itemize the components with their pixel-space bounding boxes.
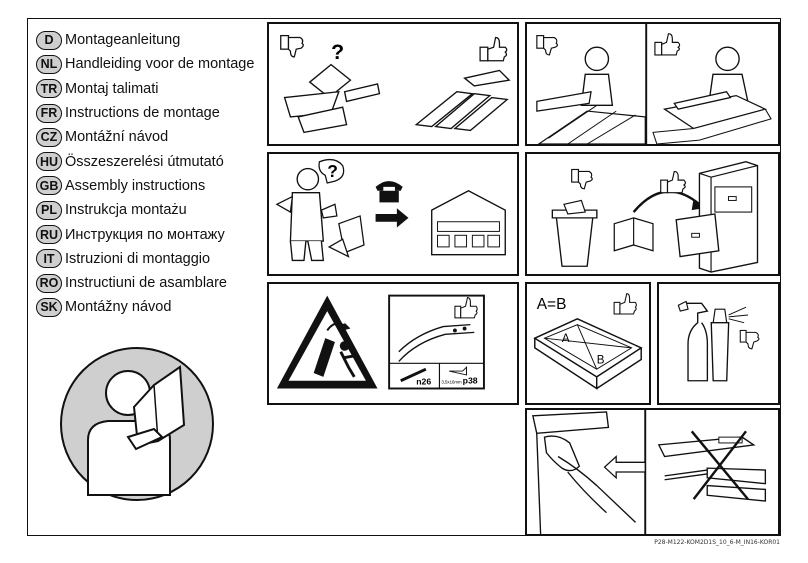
panel-two-person-assembly <box>525 22 780 146</box>
page-reference-n26: n26 <box>416 377 431 387</box>
question-mark: ? <box>331 40 344 64</box>
arrow-right-icon <box>375 208 409 228</box>
thumbs-down-icon <box>536 35 559 56</box>
language-label: Istruzioni di montaggio <box>65 250 211 267</box>
thumbs-down-icon <box>571 168 593 190</box>
arrow-left-icon <box>603 455 646 480</box>
language-code-badge: GB <box>36 176 62 196</box>
thumbs-up-icon <box>454 297 478 319</box>
reading-person-illustration <box>60 347 214 501</box>
language-label: Instrukcja montażu <box>65 202 187 219</box>
language-label: Handleiding voor de montage <box>65 56 255 73</box>
thumbs-up-icon <box>613 293 637 315</box>
language-code-badge: RU <box>36 225 62 245</box>
panel-diagonal-check: A=B A B <box>525 282 651 405</box>
language-code-badge: CZ <box>36 127 62 147</box>
language-code-badge: D <box>36 30 62 50</box>
language-label: Instructiuni de asamblare <box>65 275 227 292</box>
instruction-sheet <box>27 18 781 536</box>
label-a: A <box>562 332 570 345</box>
equation-label: A=B <box>537 296 567 313</box>
language-label: Instructions de montage <box>65 105 220 122</box>
language-label: Инструкция по монтажу <box>65 226 225 243</box>
telephone-icon <box>375 181 403 203</box>
language-label: Assembly instructions <box>65 177 206 194</box>
store-building-illustration <box>431 190 506 256</box>
language-code-badge: FR <box>36 103 62 123</box>
warning-triangle-icon <box>276 295 378 389</box>
panel-contact-store: ? <box>267 152 519 276</box>
language-label: Montážny návod <box>65 299 172 316</box>
question-mark: ? <box>327 161 338 181</box>
language-label: Montaj talimati <box>65 80 159 97</box>
panel-no-knife <box>525 408 780 536</box>
language-label: Montageanleitung <box>65 32 181 49</box>
thumbs-up-icon <box>479 36 508 62</box>
panel-tip-over-warning: n26 3,5x16mm p38 <box>267 282 519 405</box>
panel-unpack-on-floor: ? <box>267 22 519 146</box>
thumbs-up-icon <box>660 170 686 194</box>
language-code-badge: SK <box>36 297 62 317</box>
thumbs-up-icon <box>654 33 681 56</box>
language-code-badge: PL <box>36 200 62 220</box>
language-code-badge: HU <box>36 152 62 172</box>
label-b: B <box>597 353 605 366</box>
language-code-badge: TR <box>36 79 62 99</box>
language-code-badge: RO <box>36 273 62 293</box>
thumbs-down-icon <box>739 329 760 350</box>
language-label: Montážní návod <box>65 129 169 146</box>
thumbs-down-icon <box>280 34 304 58</box>
panel-cleaning-products <box>657 282 780 405</box>
filing-cabinet-illustration <box>675 161 759 273</box>
page-reference-p38: p38 <box>463 376 478 386</box>
language-code-badge: IT <box>36 249 62 269</box>
prohibited-cross-icon <box>690 430 749 500</box>
document-code: P28-M122-KOM2D1S_10_6-M_IN16-KOR01 <box>654 539 780 546</box>
language-label: Összeszerelési útmutató <box>65 153 224 170</box>
panel-keep-manual <box>525 152 780 276</box>
language-code-badge: NL <box>36 54 62 74</box>
screw-size-label: 3,5x16mm <box>441 380 462 385</box>
